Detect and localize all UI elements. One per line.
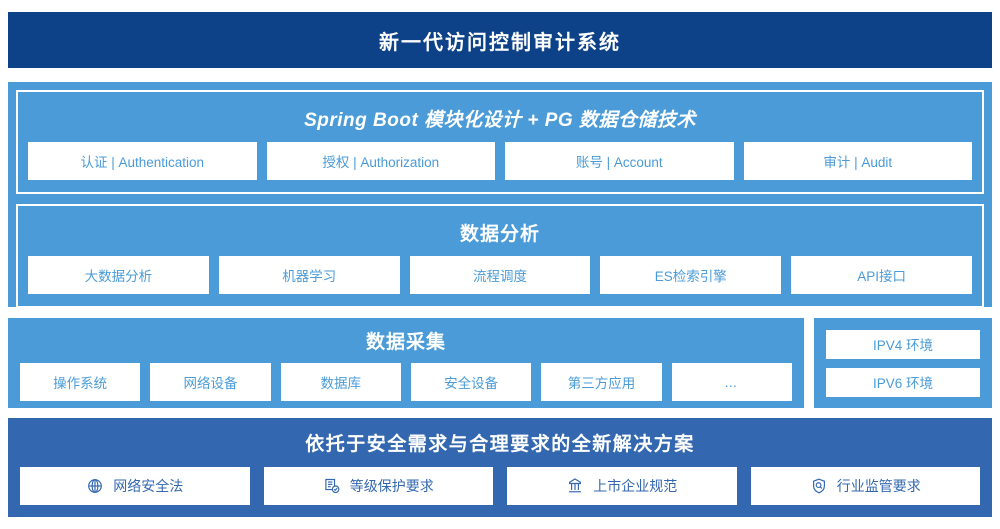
solution-title: 依托于安全需求与合理要求的全新解决方案 bbox=[305, 434, 695, 455]
environment-chip-ipv6[interactable]: IPV6 环境 bbox=[826, 367, 980, 397]
platform-title: Spring Boot 模块化设计 + PG 数据仓储技术 bbox=[304, 110, 696, 131]
analysis-chip-es-search[interactable]: ES检索引擎 bbox=[600, 256, 782, 294]
solution-chip-label: 等级保护要求 bbox=[349, 478, 434, 494]
collection-chip-security-device[interactable]: 安全设备 bbox=[410, 363, 532, 401]
analysis-title: 数据分析 bbox=[459, 224, 540, 245]
collection-panel: 数据采集 操作系统 网络设备 数据库 安全设备 第三方应用 … bbox=[8, 318, 804, 408]
solution-chip-row: 网络安全法 等级保护要求 bbox=[20, 467, 980, 505]
architecture-panel: Spring Boot 模块化设计 + PG 数据仓储技术 认证 | Authe… bbox=[8, 82, 992, 308]
collection-chip-row: 操作系统 网络设备 数据库 安全设备 第三方应用 … bbox=[20, 363, 792, 401]
solution-chip-label: 网络安全法 bbox=[113, 478, 184, 494]
platform-chip-row: 认证 | Authentication 授权 | Authorization 账… bbox=[28, 142, 972, 180]
collection-chip-database[interactable]: 数据库 bbox=[280, 363, 401, 401]
solution-chip-listed-company-standard[interactable]: 上市企业规范 bbox=[507, 467, 737, 505]
analysis-chip-process-scheduling[interactable]: 流程调度 bbox=[409, 256, 591, 294]
bank-building-icon bbox=[566, 477, 584, 495]
collection-section: 数据采集 操作系统 网络设备 数据库 安全设备 第三方应用 … IPV4 环境 … bbox=[8, 318, 992, 408]
page-header: 新一代访问控制审计系统 bbox=[8, 12, 992, 68]
collection-chip-third-party-app[interactable]: 第三方应用 bbox=[541, 363, 662, 401]
collection-title: 数据采集 bbox=[365, 332, 446, 353]
solution-chip-cybersecurity-law[interactable]: 网络安全法 bbox=[20, 467, 250, 505]
collection-chip-network-device[interactable]: 网络设备 bbox=[150, 363, 271, 401]
environment-chip-ipv4[interactable]: IPV4 环境 bbox=[826, 329, 980, 359]
environment-panel: IPV4 环境 IPV6 环境 bbox=[814, 318, 992, 408]
analysis-subpanel: 数据分析 大数据分析 机器学习 流程调度 ES检索引擎 API接口 bbox=[16, 204, 984, 308]
platform-chip-authorization[interactable]: 授权 | Authorization bbox=[266, 142, 495, 180]
platform-chip-authentication[interactable]: 认证 | Authentication bbox=[28, 142, 257, 180]
solution-chip-label: 上市企业规范 bbox=[593, 478, 678, 494]
analysis-chip-bigdata[interactable]: 大数据分析 bbox=[28, 256, 209, 294]
platform-chip-account[interactable]: 账号 | Account bbox=[505, 142, 734, 180]
analysis-chip-machine-learning[interactable]: 机器学习 bbox=[218, 256, 400, 294]
analysis-chip-row: 大数据分析 机器学习 流程调度 ES检索引擎 API接口 bbox=[28, 256, 972, 294]
collection-chip-os[interactable]: 操作系统 bbox=[20, 363, 141, 401]
platform-chip-audit[interactable]: 审计 | Audit bbox=[743, 142, 972, 180]
solution-chip-industry-regulation[interactable]: 行业监管要求 bbox=[750, 467, 980, 505]
solution-panel: 依托于安全需求与合理要求的全新解决方案 网络安全法 bbox=[8, 418, 992, 517]
page-title: 新一代访问控制审计系统 bbox=[379, 31, 621, 54]
document-check-icon bbox=[323, 477, 341, 495]
collection-chip-more[interactable]: … bbox=[671, 363, 792, 401]
globe-icon bbox=[86, 477, 104, 495]
platform-subpanel: Spring Boot 模块化设计 + PG 数据仓储技术 认证 | Authe… bbox=[16, 90, 984, 194]
solution-chip-label: 行业监管要求 bbox=[836, 478, 921, 494]
solution-chip-classified-protection[interactable]: 等级保护要求 bbox=[263, 467, 493, 505]
shield-search-icon bbox=[810, 477, 828, 495]
analysis-chip-api[interactable]: API接口 bbox=[791, 256, 972, 294]
